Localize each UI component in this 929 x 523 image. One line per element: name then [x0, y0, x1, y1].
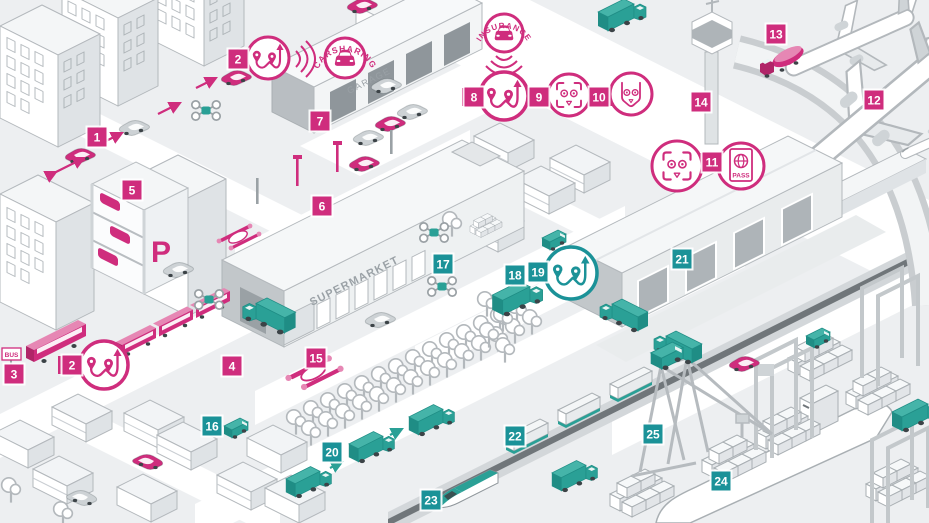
marker-15[interactable]: 15: [306, 348, 326, 368]
marker-25[interactable]: 25: [643, 424, 663, 444]
parked-cars-magenta: [98, 193, 130, 266]
platoon-arrows: [329, 428, 404, 473]
charging-stations: [256, 130, 393, 204]
pass-label: PASS: [732, 173, 750, 180]
route-circle-teal[interactable]: [543, 245, 599, 301]
marker-11[interactable]: 11: [702, 152, 722, 172]
marker-19[interactable]: 19: [528, 262, 548, 282]
marker-10[interactable]: 10: [589, 87, 609, 107]
locomotive: [433, 469, 499, 508]
marker-4[interactable]: 4: [222, 356, 242, 376]
houses-bottom-left: [0, 393, 327, 523]
marker-9[interactable]: 9: [529, 87, 549, 107]
marker-1[interactable]: 1: [87, 127, 107, 147]
passport-circle[interactable]: PASS: [716, 141, 766, 191]
parking-sign: P: [151, 236, 171, 269]
face-scan-circle[interactable]: [650, 139, 704, 193]
container-ship: [655, 384, 893, 523]
marker-5[interactable]: 5: [122, 180, 142, 200]
marker-2[interactable]: 2: [228, 49, 248, 69]
apartment-building: [0, 4, 101, 148]
marker-22[interactable]: 22: [505, 426, 525, 446]
face-circle[interactable]: [608, 71, 654, 117]
apartment-building: [151, 0, 245, 67]
straddle-carrier: [860, 264, 920, 386]
marker-23[interactable]: 23: [421, 490, 441, 510]
marker-7[interactable]: 7: [310, 111, 330, 131]
marker-20[interactable]: 20: [322, 442, 342, 462]
fuel-truck: [760, 45, 804, 78]
marker-16[interactable]: 16: [202, 416, 222, 436]
supermarket-building: SUPERMARKET: [220, 139, 526, 348]
route-circle[interactable]: [78, 339, 130, 391]
marker-17[interactable]: 17: [433, 254, 453, 274]
marker-6[interactable]: 6: [312, 196, 332, 216]
apartment-building: [0, 174, 95, 331]
face-scan-circle[interactable]: [546, 72, 592, 118]
route-circle[interactable]: [245, 35, 291, 81]
marker-13[interactable]: 13: [766, 24, 786, 44]
svg-text:BUS: BUS: [5, 352, 19, 359]
straddle-carrier: [870, 416, 929, 523]
straddle-carrier: [754, 336, 814, 458]
bus: [26, 320, 86, 363]
garage-building: GARAGE: [270, 0, 484, 134]
marker-12[interactable]: 12: [864, 90, 884, 110]
marker-18[interactable]: 18: [505, 265, 525, 285]
marker-3[interactable]: 3: [4, 364, 24, 384]
insurance-circle[interactable]: INSURANCE: [475, 12, 534, 54]
marker-21[interactable]: 21: [672, 249, 692, 269]
container-stack: [865, 458, 929, 508]
bus-stop-sign: BUS: [1, 347, 22, 372]
marker-2b[interactable]: 2: [62, 355, 82, 375]
marker-24[interactable]: 24: [711, 471, 731, 491]
port: [469, 213, 929, 523]
marker-8[interactable]: 8: [464, 87, 484, 107]
marker-14[interactable]: 14: [691, 92, 711, 112]
route-circle[interactable]: [478, 70, 530, 122]
